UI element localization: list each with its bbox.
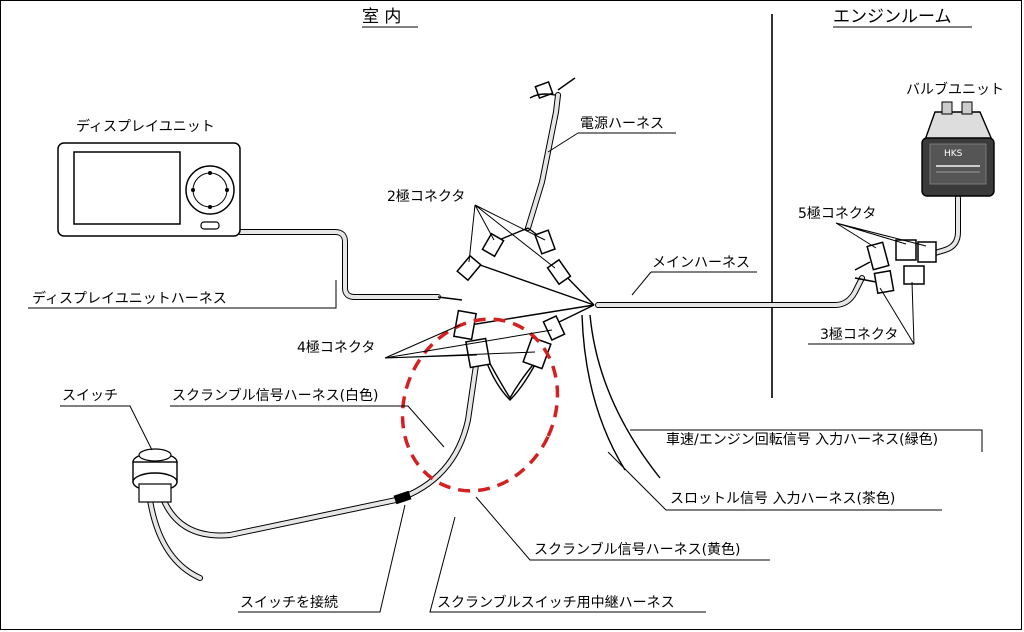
label-display-unit: ディスプレイユニット (76, 118, 215, 135)
connector-5pin-a (866, 241, 890, 271)
section-indoor: 室 内 (362, 7, 401, 27)
label-display-unit-harness: ディスプレイユニットハーネス (32, 290, 227, 307)
display-harness-wire (237, 229, 441, 300)
harness-wires (147, 92, 961, 581)
connector-2pin-a (456, 254, 482, 282)
label-scramble-yellow: スクランブル信号ハーネス(黄色) (534, 541, 741, 558)
label-main-harness: メインハーネス (652, 255, 750, 271)
label-scramble-white: スクランブル信号ハーネス(白色) (172, 387, 379, 404)
connector-2pin-left (481, 232, 505, 258)
connector-5pin-c (917, 241, 937, 263)
label-connector-2pin: 2極コネクタ (387, 189, 465, 205)
label-throttle-input: スロットル信号 入力ハーネス(茶色) (670, 490, 895, 507)
label-relay-harness: スクランブルスイッチ用中継ハーネス (437, 594, 675, 611)
valve-unit: HKS (921, 101, 995, 197)
label-switch-connect: スイッチを接続 (240, 594, 338, 611)
throttle-input-line (581, 314, 626, 471)
speed-input-line (589, 314, 661, 479)
wire-tape (393, 490, 412, 505)
leader-lines (28, 132, 983, 613)
label-switch: スイッチ (62, 388, 118, 404)
label-connector-4pin: 4極コネクタ (297, 340, 375, 356)
label-speed-input: 車速/エンジン回転信号 入力ハーネス(緑色) (666, 431, 938, 448)
display-unit (57, 142, 241, 237)
connector-4pin-d (522, 336, 552, 370)
connector-4pin-b (542, 314, 566, 342)
twisted-pair (484, 354, 541, 401)
main-harness-wire (595, 275, 865, 308)
highlight-circle (400, 317, 560, 493)
power-tag (534, 81, 554, 99)
label-connector-5pin: 5極コネクタ (798, 206, 876, 222)
connector-3pin-b (903, 265, 925, 285)
display-screen (73, 151, 181, 225)
label-connector-3pin: 3極コネクタ (820, 327, 898, 343)
connector-2pin-right (534, 229, 556, 255)
switch (132, 448, 178, 503)
connector-5pin-b (895, 239, 917, 261)
label-power-harness: 電源ハーネス (580, 116, 664, 132)
switch-lead-wire (147, 497, 203, 581)
display-button (200, 221, 220, 230)
valve-logo: HKS (944, 149, 963, 159)
connector-3pin-a (873, 269, 895, 295)
label-valve-unit: バルブユニット (906, 81, 1004, 98)
connectors (453, 77, 937, 370)
section-engine-room: エンジンルーム (833, 7, 952, 27)
connector-2pin-b (546, 258, 572, 286)
